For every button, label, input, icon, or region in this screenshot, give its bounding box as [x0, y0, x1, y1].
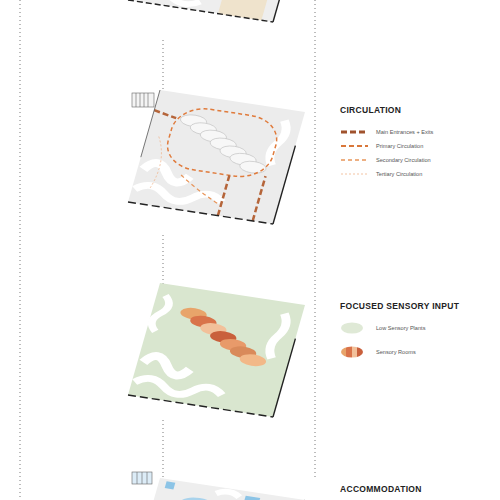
- sensory-floor-plane: [128, 283, 305, 417]
- swatch-line: [341, 159, 368, 160]
- legend-row: Tertiary Circulation: [340, 168, 422, 180]
- stair-symbol: [132, 93, 154, 107]
- legend-swatch: [340, 168, 370, 180]
- legend-text: Sensory Rooms: [376, 349, 416, 355]
- legend-swatch: [340, 154, 370, 166]
- legend-swatch: [340, 140, 370, 152]
- swatch-line: [341, 174, 368, 175]
- legend-text: Secondary Circulation: [376, 157, 431, 163]
- swatch-line: [341, 145, 368, 147]
- section-heading: CIRCULATION: [340, 105, 401, 115]
- legend-row: Secondary Circulation: [340, 154, 431, 166]
- legend-swatch: [340, 322, 370, 334]
- top-floor-plane: [128, 0, 305, 22]
- legend-text: Primary Circulation: [376, 143, 423, 149]
- legend-row: Low Sensory Plants: [340, 322, 425, 334]
- circulation-floor-plane: [128, 90, 305, 224]
- swatch-ellipse: [341, 347, 363, 358]
- legend-row: Primary Circulation: [340, 140, 423, 152]
- accommodation-floor-plane: [128, 478, 305, 500]
- projection-lines: [20, 0, 315, 500]
- legend-text: Tertiary Circulation: [376, 171, 422, 177]
- stair-symbol: [132, 472, 152, 484]
- section-heading: FOCUSED SENSORY INPUT: [340, 301, 459, 311]
- legend-row: Main Entrances + Exits: [340, 126, 433, 138]
- legend-row: Sensory Rooms: [340, 346, 416, 358]
- section-heading: ACCOMMODATION: [340, 484, 422, 494]
- legend-text: Main Entrances + Exits: [376, 129, 433, 135]
- swatch-ellipse: [341, 323, 363, 334]
- swatch-line: [341, 131, 368, 134]
- legend-swatch: [340, 126, 370, 138]
- legend-swatch: [340, 346, 370, 358]
- legend-text: Low Sensory Plants: [376, 325, 425, 331]
